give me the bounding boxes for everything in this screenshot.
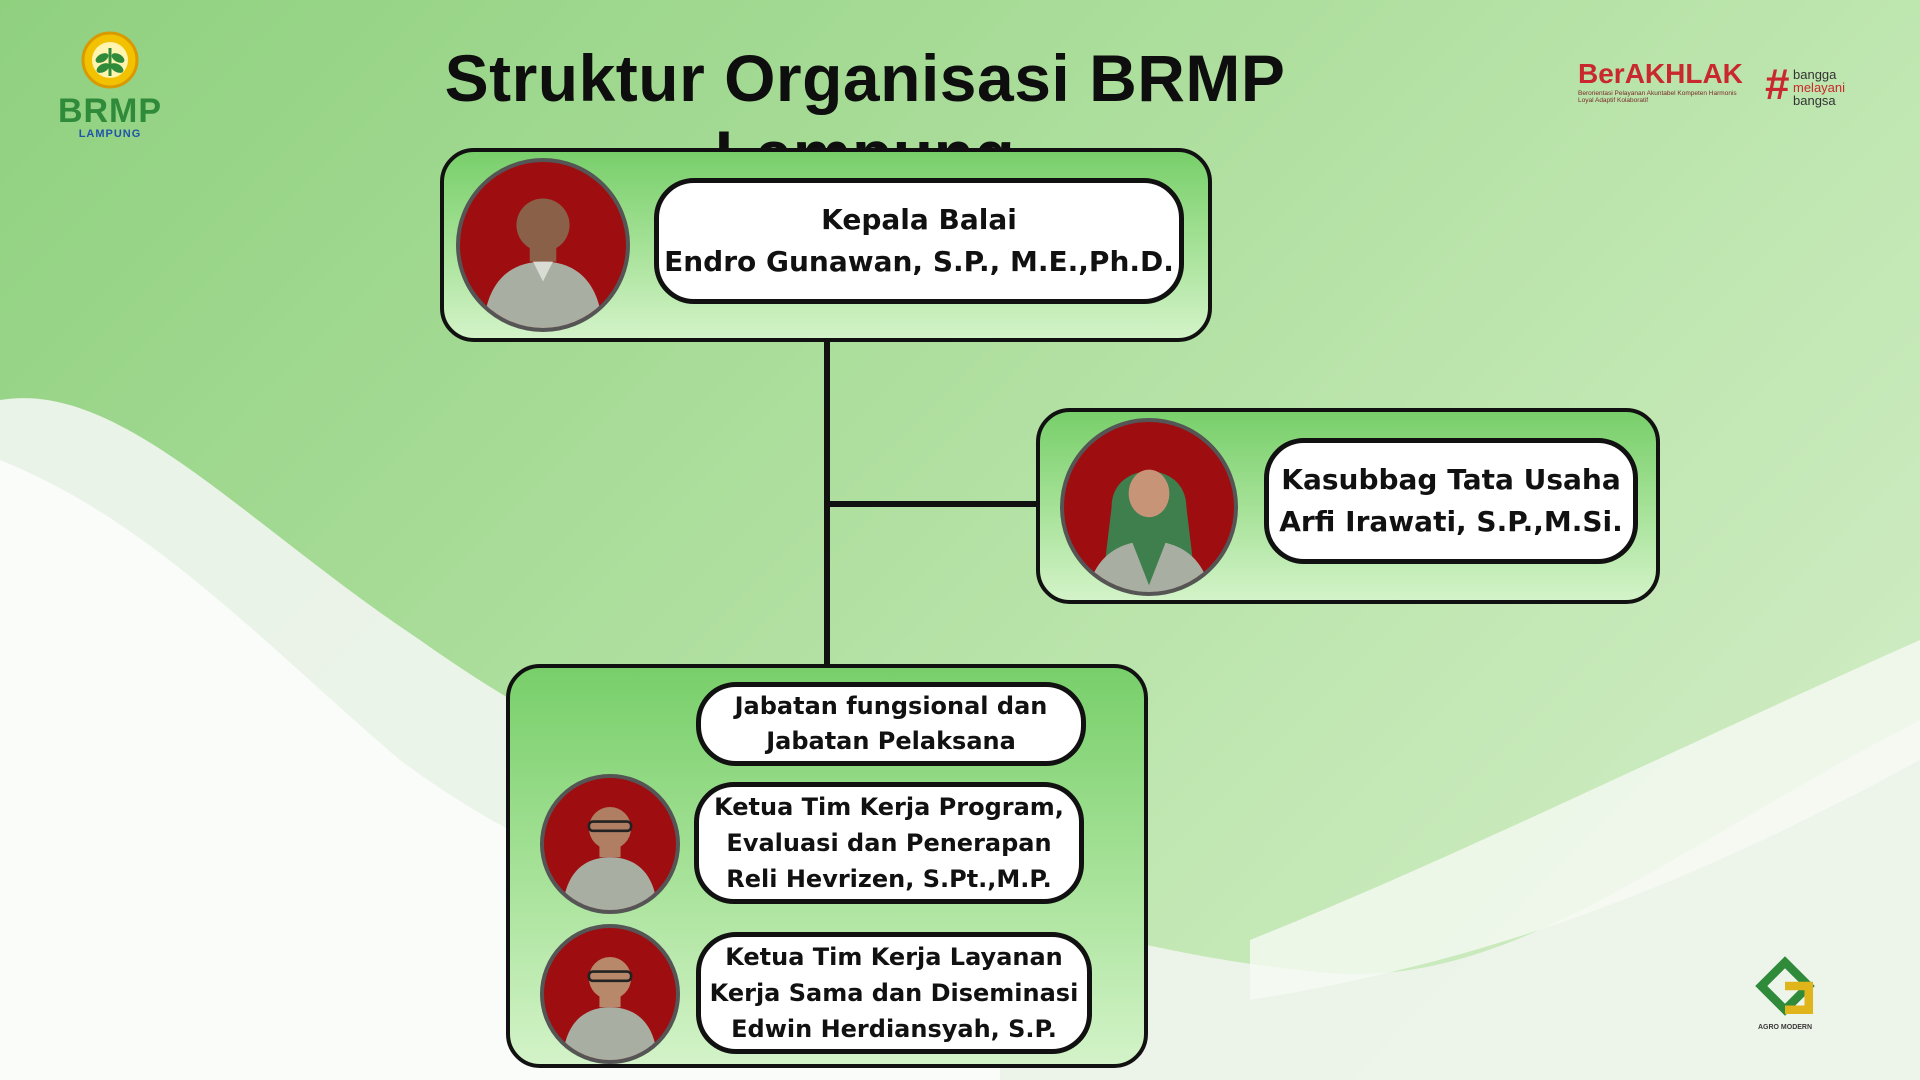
team1-photo [540,774,680,914]
team1-label: Ketua Tim Kerja Program, Evaluasi dan Pe… [694,782,1084,904]
person-avatar-icon [562,807,658,910]
hashtag-icon: # [1765,60,1790,109]
connector-horizontal [824,501,1038,507]
admin-role: Kasubbag Tata Usaha [1281,463,1621,496]
admin-label: Kasubbag Tata Usaha Arfi Irawati, S.P.,M… [1264,438,1638,564]
functional-header-line2: Jabatan Pelaksana [766,727,1016,755]
brmp-emblem-icon [81,31,139,89]
team1-line1: Ketua Tim Kerja Program, [714,793,1064,821]
team2-photo [540,924,680,1064]
functional-header: Jabatan fungsional dan Jabatan Pelaksana [696,682,1086,766]
admin-name: Arfi Irawati, S.P.,M.Si. [1279,505,1623,538]
brmp-logo: BRMP LAMPUNG [40,30,180,140]
brmp-wordmark: BRMP [57,92,163,130]
head-photo [456,158,630,332]
head-label: Kepala Balai Endro Gunawan, S.P., M.E.,P… [654,178,1184,304]
agro-modern-logo: AGRO MODERN [1740,948,1830,1038]
bangga-melayani-bangsa-logo: # bangga melayani bangsa [1765,60,1865,116]
bangga-line3: bangsa [1793,93,1836,108]
agro-modern-icon [1755,956,1815,1016]
head-role: Kepala Balai [821,203,1017,236]
team1-name: Reli Hevrizen, S.Pt.,M.P. [726,865,1052,893]
team2-name: Edwin Herdiansyah, S.P. [731,1015,1057,1043]
berakhlak-logo: BerAKHLAK Berorientasi Pelayanan Akuntab… [1578,58,1743,122]
admin-photo [1060,418,1238,596]
team1-line2: Evaluasi dan Penerapan [726,829,1052,857]
team2-label: Ketua Tim Kerja Layanan Kerja Sama dan D… [696,932,1092,1054]
bangga-line1: bangga [1793,67,1837,82]
berakhlak-wordmark: BerAKHLAK [1578,58,1743,89]
person-avatar-icon [562,957,658,1060]
bangga-line2: melayani [1793,80,1846,95]
functional-header-line1: Jabatan fungsional dan [734,692,1048,720]
agro-modern-caption: AGRO MODERN [1757,1024,1813,1031]
team2-line1: Ketua Tim Kerja Layanan [725,943,1063,971]
team2-line2: Kerja Sama dan Diseminasi [709,979,1079,1007]
person-avatar-icon [1087,469,1211,592]
head-name: Endro Gunawan, S.P., M.E.,Ph.D. [664,245,1174,278]
berakhlak-tagline: Berorientasi Pelayanan Akuntabel Kompete… [1578,90,1737,104]
person-avatar-icon [483,198,603,328]
brmp-subtitle: LAMPUNG [78,128,142,140]
